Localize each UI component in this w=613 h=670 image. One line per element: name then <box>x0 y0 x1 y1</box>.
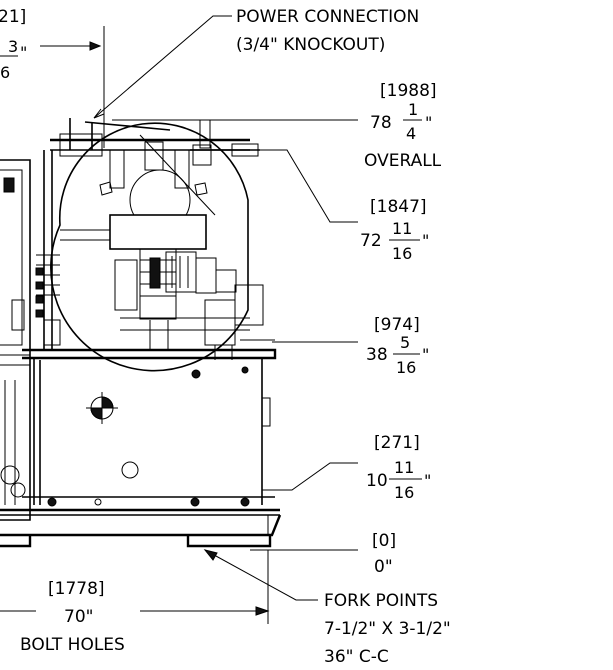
bolt-bracket: [1778] <box>48 579 105 599</box>
overall-note: OVERALL <box>364 151 442 171</box>
dimension-lines <box>0 15 358 624</box>
d1847-bracket: [1847] <box>370 197 427 217</box>
top-left-bracket: 21] <box>0 7 26 27</box>
d974-denominator: 16 <box>396 358 416 377</box>
power-connection-label: POWER CONNECTION <box>236 7 419 27</box>
d974-whole: 38 <box>366 345 388 365</box>
d1847-unit: " <box>422 231 429 250</box>
pump-assembly <box>60 214 275 360</box>
bolt-note: BOLT HOLES <box>20 635 125 655</box>
d271-numerator: 11 <box>394 458 414 477</box>
top-left-unit: " <box>20 43 27 62</box>
d271-leader <box>262 462 358 491</box>
d0-bracket: [0] <box>372 531 396 551</box>
fork-points-label: FORK POINTS <box>324 591 438 611</box>
d1847-leader <box>250 149 358 223</box>
top-left-numerator: 3 <box>8 37 18 56</box>
d1847-numerator: 11 <box>392 219 412 238</box>
overall-unit: " <box>425 113 432 132</box>
fork-leader <box>204 549 318 601</box>
equipment-drawing <box>0 118 285 548</box>
d1847-denominator: 16 <box>392 244 412 263</box>
power-leader <box>93 15 232 119</box>
d0-value: 0" <box>374 557 393 577</box>
left-piping <box>35 150 61 350</box>
annotations: POWER CONNECTION (3/4" KNOCKOUT) 21] 3 6… <box>0 7 451 667</box>
control-cabinet <box>0 159 31 521</box>
d974-bracket: [974] <box>374 315 420 335</box>
tank <box>22 348 277 507</box>
fork-size-label: 7-1/2" X 3-1/2" <box>324 619 451 639</box>
d1847-whole: 72 <box>360 231 382 251</box>
bolt-value: 70" <box>64 607 93 627</box>
overall-numerator: 1 <box>408 100 418 119</box>
overall-denominator: 4 <box>406 124 416 143</box>
d271-denominator: 16 <box>394 483 414 502</box>
knockout-size-label: (3/4" KNOCKOUT) <box>236 35 385 55</box>
top-left-denominator: 6 <box>0 63 10 82</box>
d974-numerator: 5 <box>400 333 410 352</box>
overall-bracket: [1988] <box>380 81 437 101</box>
overall-whole: 78 <box>370 113 392 133</box>
d974-unit: " <box>422 345 429 364</box>
d271-bracket: [271] <box>374 433 420 453</box>
d271-whole: 10 <box>366 471 388 491</box>
d271-unit: " <box>424 471 431 490</box>
fork-spacing-label: 36" C-C <box>324 647 389 667</box>
base-skid <box>0 508 282 548</box>
